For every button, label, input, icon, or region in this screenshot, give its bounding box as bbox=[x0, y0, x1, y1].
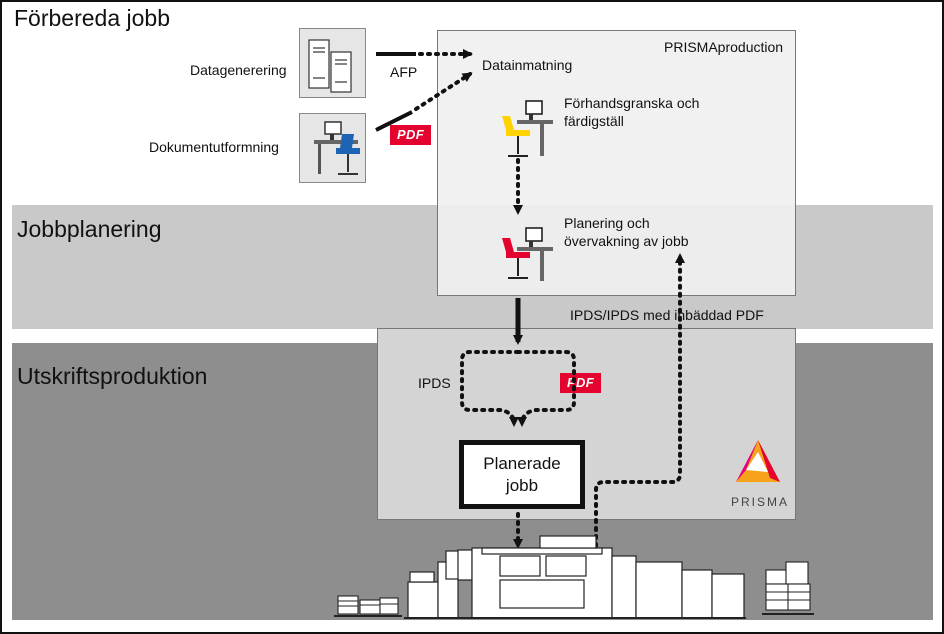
label-ipds-feedback: IPDS/IPDS med inbäddad PDF bbox=[570, 307, 764, 323]
prisma-logo-text: PRISMA bbox=[731, 495, 790, 509]
pallet-stack-right-icon bbox=[762, 561, 814, 615]
stage-title-planning: Jobbplanering bbox=[17, 216, 162, 242]
printer-line-icon bbox=[404, 535, 746, 619]
pdf-loop-path bbox=[516, 350, 576, 427]
stage-title-prepare: Förbereda jobb bbox=[14, 5, 170, 31]
label-prismaproduction: PRISMAproduction bbox=[664, 39, 784, 55]
pdf-dotted-arrow bbox=[414, 72, 473, 111]
paper-stack-left-icon bbox=[334, 595, 402, 617]
ipds-loop-path bbox=[460, 350, 520, 427]
label-planering: Planering och bbox=[564, 215, 650, 231]
label-overvakning: övervakning av jobb bbox=[564, 233, 689, 249]
label-ipds: IPDS bbox=[418, 375, 451, 391]
prisma-panel bbox=[377, 328, 796, 520]
operator-red-icon bbox=[502, 227, 553, 281]
stage-title-production: Utskriftsproduktion bbox=[17, 363, 208, 389]
operator-yellow-icon bbox=[502, 100, 553, 157]
feedback-arrow bbox=[594, 253, 685, 548]
label-forhandsgranska: Förhandsgranska och bbox=[564, 95, 700, 111]
server-icon bbox=[308, 39, 352, 93]
pdf-line bbox=[375, 110, 413, 132]
label-dokumentutformning: Dokumentutformning bbox=[149, 139, 279, 155]
label-datagenerering: Datagenerering bbox=[190, 62, 287, 78]
label-fardigstall: färdigställ bbox=[564, 113, 624, 129]
workstation-blue-icon bbox=[314, 121, 360, 175]
pdf-badge-input: PDF bbox=[390, 125, 431, 145]
prisma-logo-icon bbox=[736, 440, 780, 482]
planned-jobs-label: Planerade jobb bbox=[483, 453, 561, 495]
planned-jobs-box: Planerade jobb bbox=[459, 440, 585, 509]
label-datainmatning: Datainmatning bbox=[482, 57, 573, 73]
label-afp: AFP bbox=[390, 64, 418, 80]
prismaproduction-panel bbox=[437, 30, 796, 296]
